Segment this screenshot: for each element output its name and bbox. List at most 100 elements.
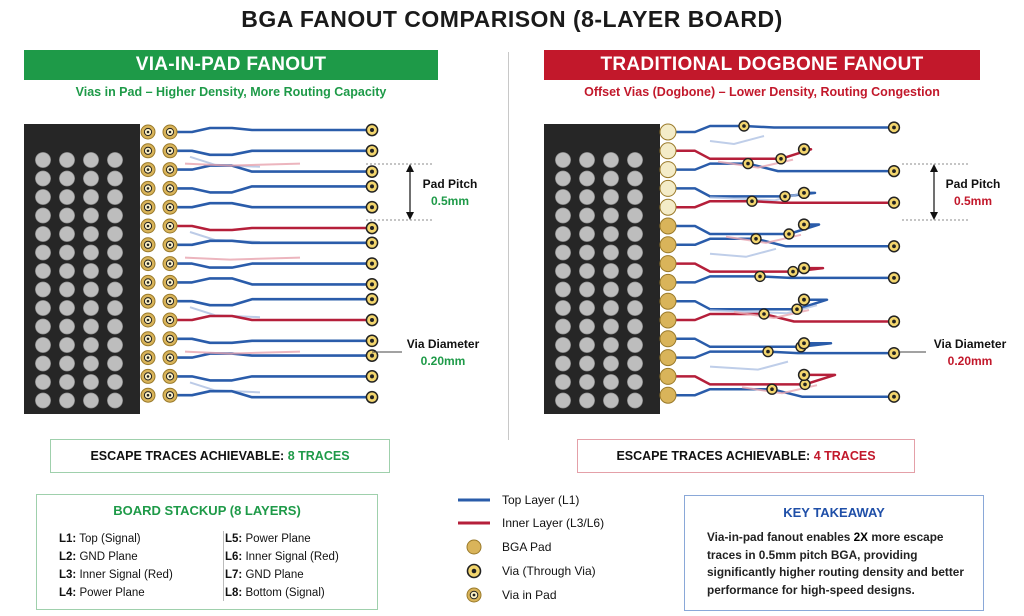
bga-pad: [659, 123, 677, 141]
pad-pitch-label-right: Pad Pitch: [945, 177, 1001, 191]
bga-pad: [659, 198, 677, 216]
bga-ball: [107, 337, 123, 353]
bga-ball: [59, 263, 75, 279]
bga-ball: [627, 263, 643, 279]
legend-inner-layer: Inner Layer (L3/L6): [502, 516, 605, 530]
bga-ball: [603, 392, 619, 409]
bga-ball: [555, 392, 571, 409]
bga-ball: [627, 281, 643, 298]
end-via-hole: [892, 394, 896, 399]
bga-ball: [555, 355, 571, 372]
escape-trace: [170, 389, 370, 399]
through-via-icon: [466, 563, 482, 579]
via-hole: [146, 393, 150, 397]
escape-trace: [170, 375, 370, 382]
bga-ball: [35, 244, 51, 261]
escape-trace: [170, 337, 370, 345]
escape-trace: [170, 239, 370, 247]
bga-ball: [603, 263, 619, 279]
bga-ball: [107, 207, 123, 224]
bga-ball: [627, 392, 643, 409]
via-hole: [146, 205, 150, 209]
via-hole: [168, 187, 172, 190]
key-takeaway-title: KEY TAKEAWAY: [783, 505, 885, 520]
bga-pad: [659, 217, 677, 235]
bga-ball: [603, 152, 619, 168]
bga-pad: [659, 311, 677, 329]
congested-trace: [670, 199, 890, 209]
bga-ball: [107, 300, 123, 316]
bga-ball: [35, 207, 51, 224]
via-hole: [146, 318, 150, 322]
dogbone-banner: TRADITIONAL DOGBONE FANOUT: [544, 50, 980, 80]
end-via-hole: [370, 261, 374, 266]
bga-ball: [579, 374, 595, 390]
via-hole: [168, 299, 172, 303]
bga-ball: [555, 170, 571, 187]
bga-ball: [603, 281, 619, 298]
bga-ball: [83, 337, 99, 353]
trace-end-vias-left: [365, 123, 379, 404]
congested-trace: [670, 373, 837, 386]
bga-ball: [35, 226, 51, 242]
bga-ball: [59, 337, 75, 353]
bga-pad: [659, 179, 677, 197]
stackup-layer-l4: L4: Power Plane: [59, 587, 145, 599]
bga-ball: [59, 244, 75, 261]
via-hole: [168, 375, 172, 378]
bga-ball: [627, 170, 643, 187]
end-via-hole: [802, 341, 806, 346]
trace-end-vias-right: [797, 121, 901, 403]
escape-trace: [170, 277, 370, 286]
bga-ball: [83, 318, 99, 335]
faded-inner-trace: [184, 256, 301, 261]
faded-trace: [709, 360, 789, 371]
panel-divider: [508, 52, 509, 440]
via-hole: [146, 337, 150, 341]
bga-ball: [627, 318, 643, 335]
end-via-hole: [370, 374, 374, 379]
bga-ball: [627, 189, 643, 205]
bga-ball: [35, 170, 51, 187]
via-hole: [146, 224, 150, 228]
bga-ball: [603, 300, 619, 316]
escape-trace: [170, 352, 370, 359]
bga-ball: [59, 300, 75, 316]
congested-trace: [670, 350, 890, 359]
escape-trace: [170, 224, 370, 232]
bga-ball: [59, 318, 75, 335]
faded-trace: [709, 304, 818, 315]
escape-value-left: 8 TRACES: [287, 449, 350, 463]
end-via-hole: [370, 282, 374, 287]
bga-ball: [59, 152, 75, 168]
escape-traces-right: [670, 124, 890, 398]
end-via-hole: [802, 191, 806, 195]
congested-trace: [670, 162, 890, 173]
stackup-layer-l1: L1: Top (Signal): [59, 533, 141, 545]
bga-ball: [59, 207, 75, 224]
dogbone-via-hole: [758, 274, 762, 279]
bga-ball: [627, 244, 643, 261]
stackup-layer-l5: L5: Power Plane: [225, 533, 311, 545]
bga-pad: [659, 292, 677, 310]
bga-pad: [659, 349, 677, 367]
stackup-layer-l3: L3: Inner Signal (Red): [59, 569, 173, 581]
legend-bga-pad: BGA Pad: [502, 540, 552, 554]
dogbone-diagram: [544, 120, 970, 414]
legend-symbols: [458, 498, 490, 603]
stackup-layer-l8: L8: Bottom (Signal): [225, 587, 325, 599]
bga-pads-left: [140, 124, 178, 403]
end-via-hole: [370, 353, 374, 358]
bga-ball: [555, 374, 571, 390]
bga-ball: [83, 226, 99, 242]
bga-ball: [555, 189, 571, 205]
bga-ball: [59, 281, 75, 298]
bga-pad: [659, 330, 677, 348]
end-via-hole: [892, 351, 896, 355]
escape-label-right: ESCAPE TRACES ACHIEVABLE:: [616, 449, 811, 463]
via-diameter-label-left: Via Diameter: [406, 337, 480, 351]
bga-ball: [603, 226, 619, 242]
bga-ball: [35, 300, 51, 316]
via-hole: [146, 187, 150, 190]
bga-pad: [659, 255, 677, 273]
